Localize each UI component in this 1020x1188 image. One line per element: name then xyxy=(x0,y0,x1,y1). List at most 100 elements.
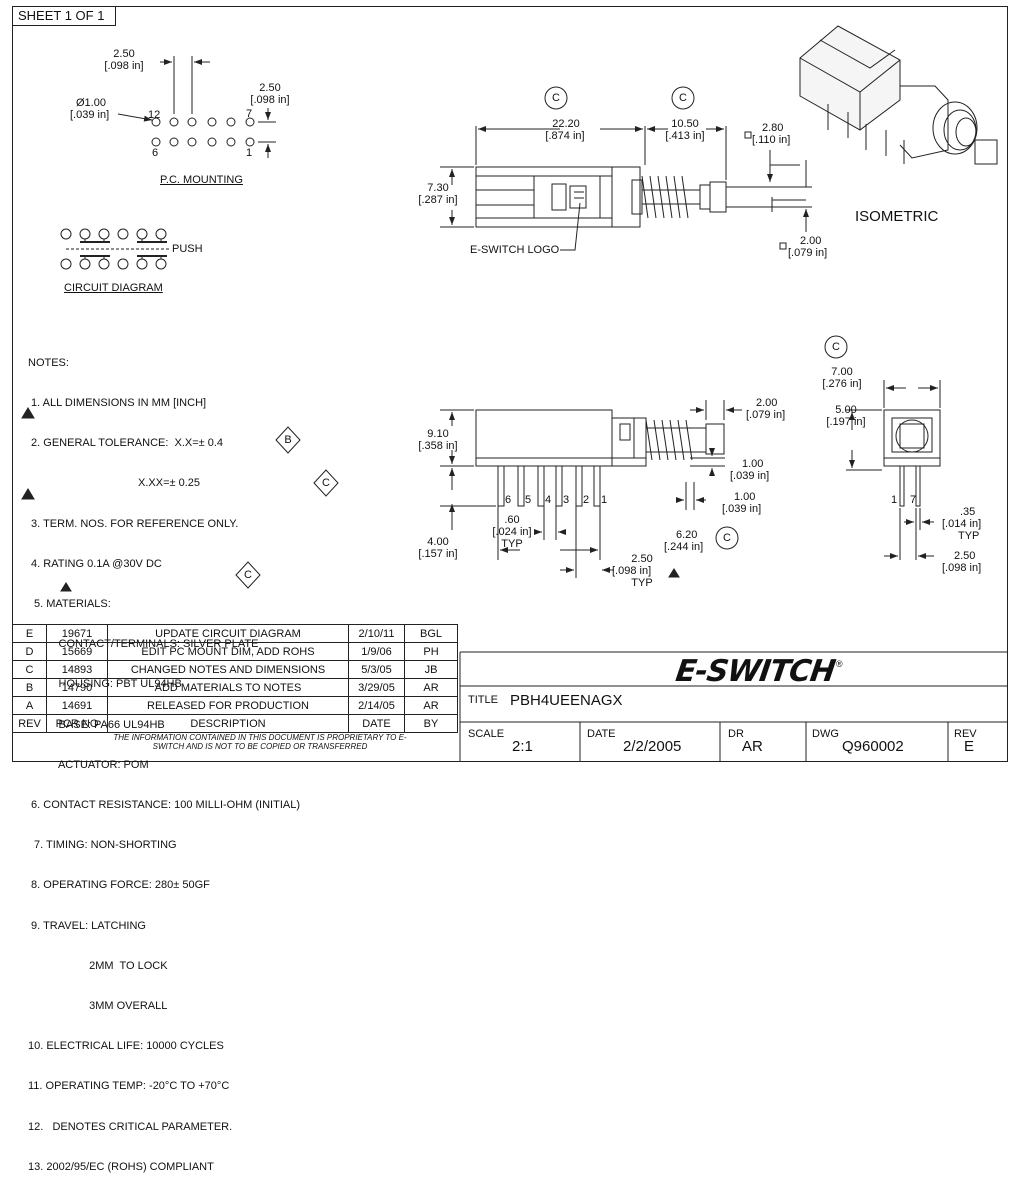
desc-cell: EDIT PC MOUNT DIM, ADD ROHS xyxy=(107,642,349,661)
date-cell: 5/3/05 xyxy=(348,660,405,679)
desc-cell: UPDATE CIRCUIT DIAGRAM xyxy=(107,624,349,643)
top-act-mm: 10.50 xyxy=(671,118,699,130)
bot-leg-in: [.157 in] xyxy=(418,548,458,560)
rev-c-callout-3: C xyxy=(723,532,731,544)
front-inner-in: [.197 in] xyxy=(826,416,866,428)
top-h-in: [.287 in] xyxy=(418,194,458,206)
pin-label: 3 xyxy=(563,494,570,506)
bot-pitch-in: [.098 in] xyxy=(612,565,652,577)
desc-cell: CHANGED NOTES AND DIMENSIONS xyxy=(107,660,349,679)
date-label: DATE xyxy=(587,728,616,740)
header-cell: BY xyxy=(404,714,458,733)
rev-cell: A xyxy=(12,696,47,715)
front-pitch-in: [.098 in] xyxy=(942,562,982,574)
pin-label: 1 xyxy=(601,494,608,506)
front-pin-7: 7 xyxy=(910,494,917,506)
rev-c-callout-2: C xyxy=(679,92,687,104)
pcr-cell: 15669 xyxy=(46,642,108,661)
rev-c-callout-4: C xyxy=(832,341,840,353)
header-cell: REV xyxy=(12,714,47,733)
note-line: 6. CONTACT RESISTANCE: 100 MILLI-OHM (IN… xyxy=(28,799,300,812)
top-sq1-mm: 2.80 xyxy=(762,122,784,134)
bot-leg-mm: 4.00 xyxy=(427,536,449,548)
eswitch-logo: E-SWITCH xyxy=(673,654,837,689)
note-line: 9. TRAVEL: LATCHING xyxy=(28,919,146,932)
by-cell: JB xyxy=(404,660,458,679)
note-line: 1. ALL DIMENSIONS IN MM [INCH] xyxy=(28,397,207,410)
pcr-cell: 14691 xyxy=(46,696,108,715)
rev-c-callout-1: C xyxy=(552,92,560,104)
side-view-bottom xyxy=(440,400,742,578)
top-h-mm: 7.30 xyxy=(427,182,449,194)
title-block-lines xyxy=(459,651,1008,762)
bot-t1-mm: 1.00 xyxy=(742,458,764,470)
terminal-pins xyxy=(497,465,601,507)
eswitch-logo-label: E-SWITCH LOGO xyxy=(470,244,560,256)
drawing-frame xyxy=(12,6,1008,762)
note-line: 11. OPERATING TEMP: -20°C TO +70°C xyxy=(28,1080,230,1093)
bot-span-in: [.244 in] xyxy=(664,541,704,553)
table-row: D 15669 EDIT PC MOUNT DIM, ADD ROHS 1/9/… xyxy=(12,642,458,661)
by-cell: BGL xyxy=(404,624,458,643)
dr-label: DR xyxy=(728,728,744,740)
pcr-cell: 19671 xyxy=(46,624,108,643)
front-inner-mm: 5.00 xyxy=(835,404,857,416)
bot-t2-in: [.039 in] xyxy=(722,503,762,515)
notes-block: NOTES: 1. ALL DIMENSIONS IN MM [INCH] 2.… xyxy=(28,330,300,1188)
front-pitch-mm: 2.50 xyxy=(954,550,976,562)
bot-pinw-typ: TYP xyxy=(501,538,523,550)
scale-value: 2:1 xyxy=(512,738,533,755)
rev-cell: B xyxy=(12,678,47,697)
front-pint-in: [.014 in] xyxy=(942,518,982,530)
pc-pitch-mm: 2.50 xyxy=(113,48,135,60)
pin-7-label: 7 xyxy=(246,108,253,120)
revision-table: E 19671 UPDATE CIRCUIT DIAGRAM 2/10/11 B… xyxy=(12,624,458,733)
bot-pitch-typ: TYP xyxy=(631,577,653,589)
note-line: 3MM OVERALL xyxy=(28,1000,168,1013)
by-cell: AR xyxy=(404,678,458,697)
side-view-top xyxy=(440,86,812,251)
note-line: 13. 2002/95/EC (ROHS) COMPLIANT xyxy=(28,1160,214,1173)
header-cell: DESCRIPTION xyxy=(107,714,349,733)
note-line: 5. MATERIALS: xyxy=(34,598,111,611)
pcr-cell: 14790 xyxy=(46,678,108,697)
top-len-in: [.874 in] xyxy=(545,130,585,142)
rev-cell: E xyxy=(12,624,47,643)
rev-label: REV xyxy=(954,728,977,740)
notes-markers xyxy=(21,407,680,592)
pc-hole-mm: Ø1.00 xyxy=(76,97,106,109)
date-value: 2/2/2005 xyxy=(623,738,682,755)
pin-12-label: 12 xyxy=(148,109,161,121)
front-pint-mm: .35 xyxy=(960,506,976,518)
bot-h-mm: 9.10 xyxy=(427,428,449,440)
note-line: 10. ELECTRICAL LIFE: 10000 CYCLES xyxy=(28,1040,224,1053)
bot-t1-in: [.039 in] xyxy=(730,470,770,482)
circuit-diagram-title: CIRCUIT DIAGRAM xyxy=(64,282,163,294)
sheet-label: SHEET 1 OF 1 xyxy=(12,6,116,26)
pc-row-mm: 2.50 xyxy=(259,82,281,94)
by-cell: AR xyxy=(404,696,458,715)
pc-mounting-holes xyxy=(117,56,276,158)
drawing-graphics xyxy=(21,25,1008,762)
date-cell: 2/14/05 xyxy=(348,696,405,715)
front-pint-typ: TYP xyxy=(958,530,980,542)
date-cell: 2/10/11 xyxy=(348,624,405,643)
dwg-label: DWG xyxy=(812,728,839,740)
table-row: E 19671 UPDATE CIRCUIT DIAGRAM 2/10/11 B… xyxy=(12,624,458,643)
note-line: NOTES: xyxy=(28,356,69,369)
scale-label: SCALE xyxy=(468,728,505,740)
pin-label: 2 xyxy=(583,494,590,506)
pin-6-label: 6 xyxy=(152,147,159,159)
bot-act-mm: 2.00 xyxy=(756,397,778,409)
note-line: 12. DENOTES CRITICAL PARAMETER. xyxy=(28,1120,233,1133)
header-cell: PCR NO xyxy=(46,714,108,733)
front-view xyxy=(824,335,941,560)
rev-b-callout: B xyxy=(284,434,292,446)
note-line: ACTUATOR: POM xyxy=(28,758,149,771)
pc-hole-in: [.039 in] xyxy=(70,109,110,121)
dwg-value: Q960002 xyxy=(842,738,904,755)
front-pin-1: 1 xyxy=(891,494,898,506)
note-line: 2MM TO LOCK xyxy=(28,959,168,972)
rev-value: E xyxy=(964,738,975,755)
table-header-row: REV PCR NO DESCRIPTION DATE BY xyxy=(12,714,458,733)
